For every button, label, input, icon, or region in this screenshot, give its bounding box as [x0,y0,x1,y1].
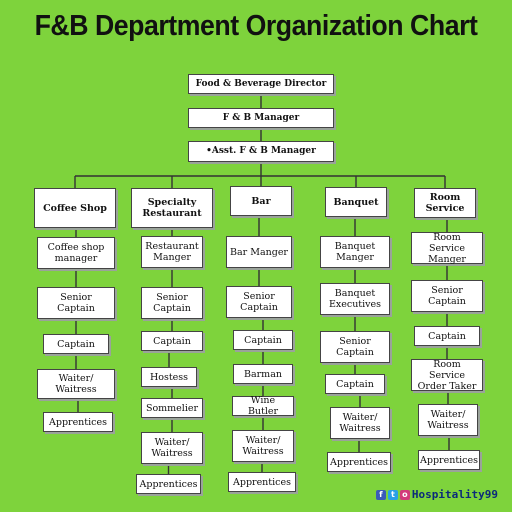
facebook-icon[interactable]: f [375,489,386,500]
role-box: Room Service Manger [411,232,483,265]
role-box: Waiter/ Waitress [232,430,294,462]
department-header: Room Service [414,188,476,218]
role-box: Waiter/ Waitress [37,369,115,399]
role-box: Wine Butler [232,395,294,417]
role-box: Waiter/ Waitress [418,404,478,436]
role-box: Senior Captain [141,287,203,319]
role-box: Apprentices [418,450,480,470]
twitter-icon[interactable]: t [387,489,398,500]
role-box: Apprentices [228,472,296,492]
role-box: Captain [414,326,480,346]
department-header: Banquet [325,187,387,217]
department-header: Bar [230,186,292,216]
role-box: Restaurant Manger [141,236,203,268]
role-box: Captain [43,334,109,354]
role-box: Apprentices [327,452,391,472]
role-box: Apprentices [136,474,201,494]
role-box: Apprentices [43,412,113,432]
role-box: Banquet Manger [320,236,390,268]
role-box: Captain [141,331,203,351]
social-footer: f t o Hospitality99 [375,488,498,501]
instagram-icon[interactable]: o [399,489,410,500]
role-box: Senior Captain [411,280,483,312]
role-box: Sommelier [141,398,203,418]
role-box: Banquet Executives [320,283,390,315]
role-box: Waiter/ Waitress [330,407,390,439]
department-header: Specialty Restaurant [131,188,213,228]
role-box: Bar Manger [226,236,292,268]
role-box: Coffee shop manager [37,237,115,269]
chain-box: •Asst. F & B Manager [188,141,334,162]
role-box: Room Service Order Taker [411,359,483,392]
brand-label: Hospitality99 [411,488,498,501]
role-box: Senior Captain [37,287,115,319]
chain-box: F & B Manager [188,108,334,128]
chain-box: Food & Beverage Director [188,74,334,94]
department-header: Coffee Shop [34,188,116,228]
role-box: Captain [233,330,293,350]
chart-title: F&B Department Organization Chart [34,10,478,42]
role-box: Senior Captain [226,286,292,318]
role-box: Senior Captain [320,331,390,363]
role-box: Hostess [141,367,197,387]
role-box: Captain [325,374,385,394]
role-box: Waiter/ Waitress [141,432,203,464]
role-box: Barman [233,364,293,384]
